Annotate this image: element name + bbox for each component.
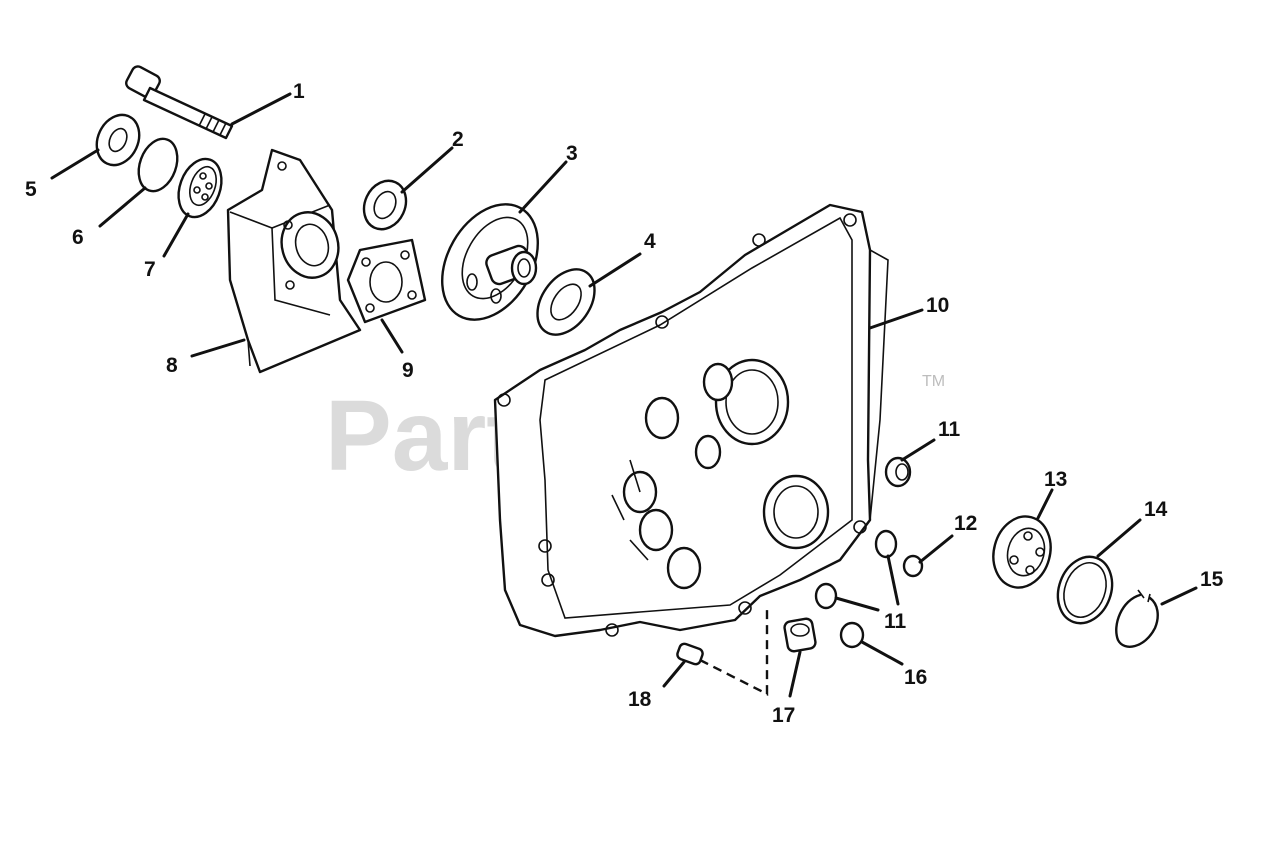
callout-15: 15: [1200, 568, 1224, 591]
part-18-plug: [676, 642, 704, 666]
part-11-bushing-lower: [814, 529, 898, 610]
callout-6: 6: [72, 226, 84, 249]
callout-11-upper: 11: [938, 418, 961, 441]
callout-9: 9: [402, 359, 414, 382]
part-11-bushing-upper: [884, 456, 912, 488]
assembly-dashed-line: [699, 610, 769, 696]
part-10-cover: [493, 203, 889, 638]
part-6-snap-ring: [137, 137, 179, 193]
callout-17: 17: [772, 704, 795, 727]
part-16-bushing: [839, 621, 865, 649]
callout-11-lower: 11: [884, 610, 907, 633]
part-14-snap-ring: [1056, 555, 1114, 625]
callout-1: 1: [293, 80, 305, 103]
part-5-washer: [95, 113, 141, 167]
callout-4: 4: [644, 230, 656, 253]
callout-12: 12: [954, 512, 977, 535]
part-4-bearing: [536, 268, 596, 336]
callout-3: 3: [566, 142, 578, 165]
callout-10: 10: [926, 294, 949, 317]
part-13-bearing: [992, 515, 1052, 589]
callout-14: 14: [1144, 498, 1168, 521]
part-15-retaining-ring: [1115, 589, 1159, 648]
callout-7: 7: [144, 258, 156, 281]
leader-lines: [50, 92, 1198, 698]
part-2-seal: [362, 179, 408, 231]
part-3-gear: [441, 203, 539, 321]
callout-8: 8: [166, 354, 178, 377]
part-7-bearing: [177, 157, 223, 219]
part-12-pin: [902, 554, 924, 578]
watermark-trademark: TM: [922, 373, 945, 390]
callout-5: 5: [25, 178, 37, 201]
callout-16: 16: [904, 666, 927, 689]
callout-labels: 1 2 3 4 5 6 7 8 9 10 11 11 12 13 14 15 1…: [25, 80, 1224, 727]
callout-13: 13: [1044, 468, 1067, 491]
part-9-gasket: [346, 238, 427, 324]
part-17-bushing: [783, 617, 817, 653]
part-1-bolt: [125, 65, 234, 140]
callout-2: 2: [452, 128, 464, 151]
part-8-housing: [226, 148, 362, 374]
callout-18: 18: [628, 688, 652, 711]
